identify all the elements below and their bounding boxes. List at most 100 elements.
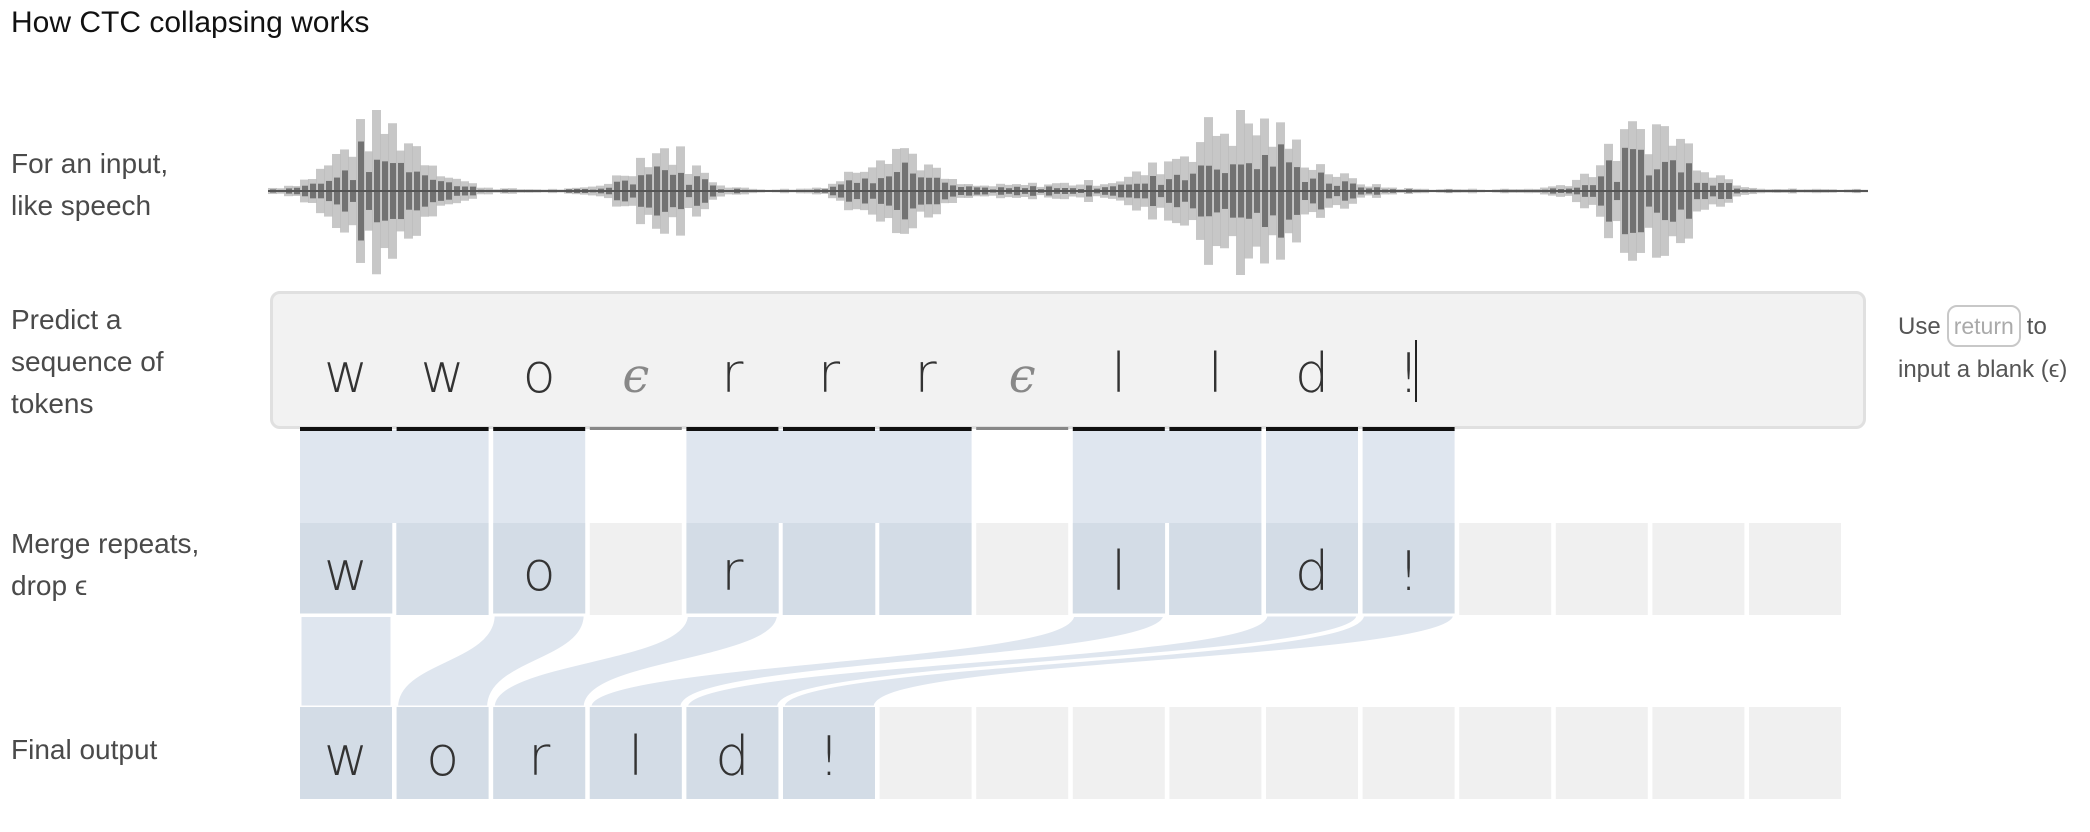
flow-merge-to-final — [684, 613, 1360, 709]
flow-divider — [1072, 615, 1262, 617]
hint-to: to — [2026, 313, 2047, 340]
merged-token: l — [1111, 540, 1126, 603]
final-cell-filled — [396, 707, 489, 799]
speech-waveform — [268, 110, 1868, 275]
final-cell — [1555, 707, 1648, 799]
merge-cell-filled — [493, 523, 586, 615]
final-cell — [976, 707, 1069, 799]
merge-cell-filled — [686, 523, 972, 615]
merge-separator — [488, 523, 493, 615]
final-separator — [1165, 707, 1170, 799]
merge-separator — [971, 523, 976, 615]
merged-token: w — [324, 540, 368, 603]
merge-separator — [1068, 523, 1073, 615]
merge-separator — [1261, 523, 1266, 615]
merged-token: d — [1295, 540, 1329, 603]
final-separator — [971, 707, 976, 799]
predicted-token: ϵ — [1009, 348, 1036, 404]
token-underline — [686, 427, 779, 431]
merge-separator — [1165, 523, 1170, 615]
merge-separator — [392, 523, 397, 615]
label-merge-line-2: drop ϵ — [11, 570, 88, 601]
token-underline — [1072, 427, 1165, 431]
label-input-line-2: like speech — [11, 190, 152, 221]
label-final: Final output — [11, 729, 241, 771]
merge-cell-filled — [1362, 523, 1455, 615]
predicted-token: ϵ — [622, 348, 649, 404]
label-predict-line-2: sequence of — [11, 346, 164, 377]
final-separator — [778, 707, 783, 799]
final-cell — [879, 707, 972, 799]
final-separator — [875, 707, 880, 799]
final-separator — [392, 707, 397, 799]
predicted-token: l — [1111, 342, 1126, 405]
final-cell — [1459, 707, 1552, 799]
label-input: For an input, like speech — [11, 143, 241, 227]
final-cell-filled — [300, 707, 392, 799]
final-separator — [488, 707, 493, 799]
final-token: o — [426, 725, 459, 788]
token-underline — [1169, 427, 1262, 431]
final-token: d — [715, 725, 749, 788]
flow-predict-to-merge — [1072, 430, 1262, 523]
predicted-token: o — [523, 342, 556, 405]
label-merge: Merge repeats, drop ϵ — [11, 523, 241, 607]
merge-cell — [1459, 523, 1552, 615]
merge-cell — [1652, 523, 1745, 615]
final-cell-filled — [783, 707, 875, 799]
final-token: ! — [818, 725, 840, 788]
token-underline — [1266, 427, 1358, 431]
hint-use: Use — [1898, 313, 1941, 340]
label-merge-line-1: Merge repeats, — [11, 528, 200, 559]
flow-predict-to-merge — [1266, 430, 1358, 523]
predicted-token: w — [324, 342, 368, 405]
predicted-token: r — [721, 342, 744, 405]
merged-token: ! — [1398, 540, 1420, 603]
final-separator — [1358, 707, 1363, 799]
final-token: l — [628, 725, 643, 788]
merge-separator — [778, 523, 783, 615]
token-underline — [783, 427, 875, 431]
merge-separator — [585, 523, 590, 615]
return-key: return — [1946, 305, 2021, 347]
final-separator — [682, 707, 687, 799]
flow-predict-to-merge — [300, 430, 489, 523]
flow-divider — [300, 615, 489, 617]
merge-separator — [1648, 523, 1653, 615]
final-separator — [1551, 707, 1556, 799]
token-underline — [879, 427, 972, 431]
final-separator — [1068, 707, 1073, 799]
final-cell-filled — [589, 707, 682, 799]
final-cell — [1749, 707, 1841, 799]
label-predict-line-1: Predict a — [11, 304, 122, 335]
final-token: r — [528, 725, 551, 788]
merged-token: o — [523, 540, 556, 603]
flow-predict-to-merge — [493, 430, 586, 523]
merge-cell — [589, 523, 682, 615]
predicted-token: w — [421, 342, 465, 405]
final-cell — [1362, 707, 1455, 799]
merge-separator — [875, 523, 880, 615]
final-separator — [1454, 707, 1459, 799]
merge-separator — [1744, 523, 1749, 615]
flow-predict-to-merge — [1362, 430, 1455, 523]
merged-token: r — [721, 540, 744, 603]
final-cell — [1652, 707, 1745, 799]
final-token: w — [324, 725, 368, 788]
merge-separator — [1358, 523, 1363, 615]
final-cell — [1072, 707, 1165, 799]
token-underline — [589, 427, 682, 430]
final-cell-filled — [686, 707, 779, 799]
final-cell-filled — [493, 707, 586, 799]
final-cell — [1169, 707, 1262, 799]
final-separator — [585, 707, 590, 799]
label-final-line-1: Final output — [11, 734, 158, 765]
flow-merge-to-final — [298, 613, 394, 709]
merge-cell — [1749, 523, 1841, 615]
merge-cell — [976, 523, 1069, 615]
predicted-token: ! — [1398, 342, 1420, 405]
token-underline — [976, 427, 1069, 430]
merge-cell-filled — [1266, 523, 1358, 615]
